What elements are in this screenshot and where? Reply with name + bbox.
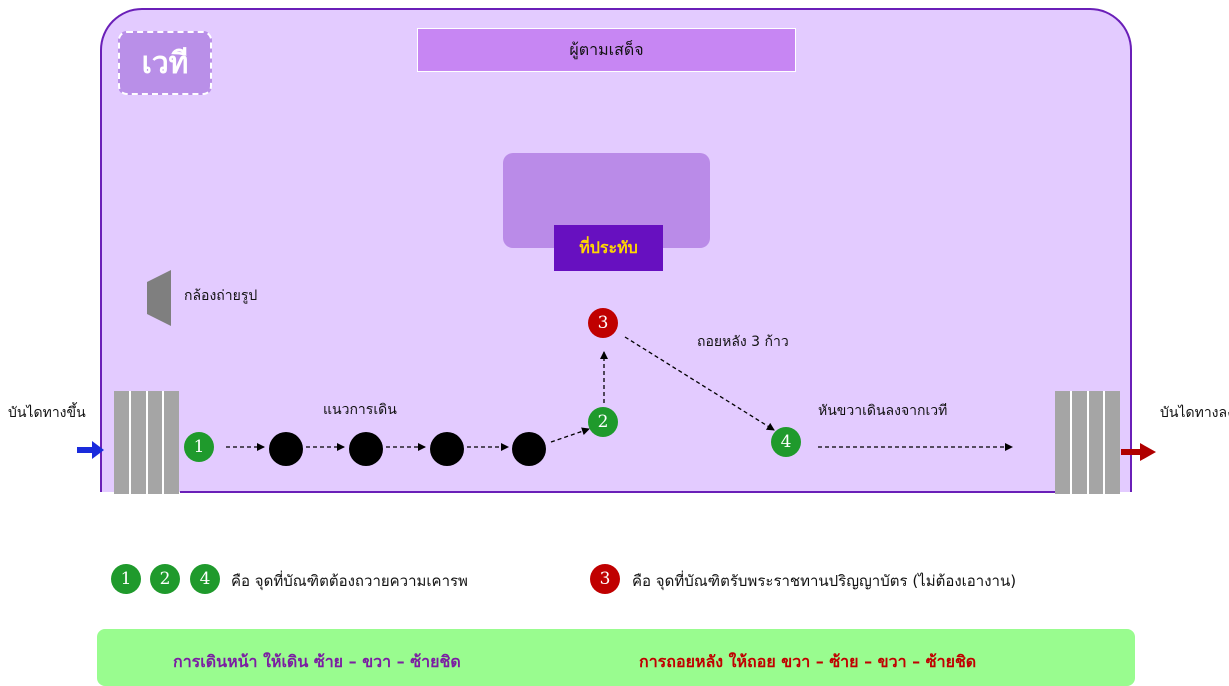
backward-instruction: การถอยหลัง ให้ถอย ขวา – ซ้าย – ขวา – ซ้า… — [639, 652, 977, 671]
legend-red-text: คือ จุดที่บัณฑิตรับพระราชทานปริญญาบัตร (… — [632, 572, 1017, 590]
step-dot — [512, 432, 546, 466]
forward-instruction: การเดินหน้า ให้เดิน ซ้าย – ขวา – ซ้ายชิด — [173, 652, 461, 671]
point-3: 3 — [588, 308, 618, 338]
step-dot — [269, 432, 303, 466]
camera-icon — [147, 270, 171, 326]
stairs-up — [114, 391, 179, 494]
enter-arrow — [77, 441, 104, 459]
legend-point-4: 4 — [190, 564, 220, 594]
point-1: 1 — [184, 432, 214, 462]
instruction-bar — [97, 629, 1135, 686]
step-dot — [430, 432, 464, 466]
path-segment — [624, 336, 775, 431]
exit-arrow — [1121, 443, 1156, 461]
legend-green-text: คือ จุดที่บัณฑิตต้องถวายความเคารพ — [231, 572, 468, 590]
stairs-down — [1055, 391, 1120, 494]
path-segment — [550, 427, 590, 443]
stage-badge: เวที — [118, 31, 212, 95]
step-dot — [349, 432, 383, 466]
step-back-label: ถอยหลัง 3 ก้าว — [697, 334, 789, 350]
camera-label: กล้องถ่ายรูป — [184, 288, 258, 304]
throne-label: ที่ประทับ — [554, 225, 663, 271]
stairs-down-label: บันไดทางลง — [1160, 405, 1229, 421]
legend-point-1: 1 — [111, 564, 141, 594]
legend-point-3: 3 — [590, 564, 620, 594]
point-2: 2 — [588, 407, 618, 437]
stage-front-edge — [180, 491, 1056, 493]
turn-right-label: หันขวาเดินลงจากเวที — [818, 403, 948, 419]
walk-path-label: แนวการเดิน — [323, 402, 397, 418]
followers-area: ผู้ตามเสด็จ — [417, 28, 796, 72]
point-4: 4 — [771, 427, 801, 457]
legend-point-2: 2 — [150, 564, 180, 594]
stairs-up-label: บันไดทางขึ้น — [8, 405, 86, 421]
